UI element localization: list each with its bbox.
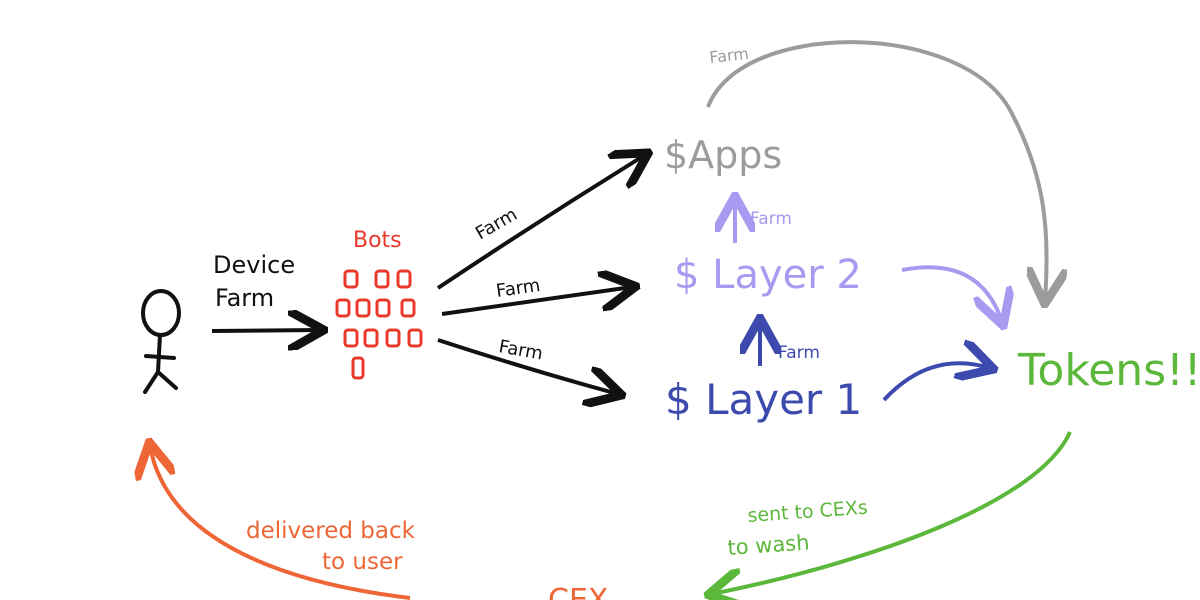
user-stick-figure-icon bbox=[141, 289, 181, 394]
device-farm-arrow bbox=[211, 330, 320, 331]
bot-phones-icon bbox=[335, 269, 423, 380]
layer1-label: $ Layer 1 bbox=[665, 375, 862, 424]
farm-up-l1-label: Farm bbox=[778, 343, 820, 363]
farm-to-apps-arrow bbox=[436, 155, 645, 290]
apps-label: $Apps bbox=[664, 133, 782, 177]
farm-up-l2-label: Farm bbox=[750, 209, 792, 229]
farm-to-layer1-arrow bbox=[437, 338, 618, 394]
tokens-label: Tokens!! bbox=[1017, 345, 1200, 396]
layer2-label: $ Layer 2 bbox=[674, 252, 862, 298]
farm-to-layer2-arrow bbox=[441, 287, 632, 316]
delivered-back-label-line1: delivered back bbox=[246, 518, 416, 544]
bots-label: Bots bbox=[353, 228, 402, 253]
sent-to-cex-label-line1: sent to CEXs bbox=[747, 497, 869, 527]
delivered-back-label-line2: to user bbox=[322, 549, 403, 575]
layer1-to-tokens-arrow bbox=[882, 363, 990, 402]
cex-label: CEX bbox=[548, 583, 608, 600]
layer2-to-tokens-arrow bbox=[901, 265, 1002, 322]
sent-to-cex-label-line2: to wash bbox=[727, 530, 811, 560]
farm-top-label: Farm bbox=[708, 44, 749, 67]
apps-to-tokens-arrow bbox=[706, 40, 1047, 300]
cex-to-user-arrow bbox=[150, 446, 411, 600]
tokens-to-cex-arrow bbox=[712, 431, 1072, 594]
device-farm-label-line1: Device bbox=[213, 251, 295, 279]
farm-layer2-label: Farm bbox=[495, 275, 542, 302]
device-farm-label-line2: Farm bbox=[215, 284, 274, 312]
